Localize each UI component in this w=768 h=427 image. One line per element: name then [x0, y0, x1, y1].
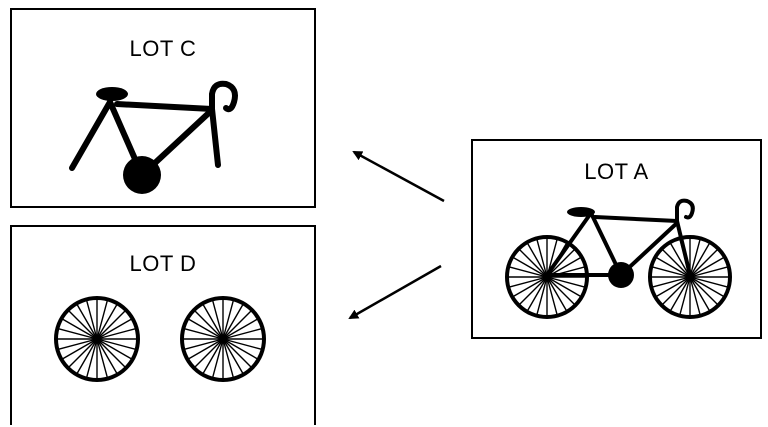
bicycle-frame-icon [69, 80, 238, 194]
arrow-to-lot-d [348, 264, 442, 320]
wheel-icon [648, 235, 732, 319]
lot-c-box: LOT C [10, 8, 316, 208]
lot-a-box: LOT A [471, 139, 762, 339]
lot-c-title: LOT C [129, 36, 197, 61]
arrow-to-lot-c [352, 150, 445, 203]
wheel-icon [180, 296, 266, 382]
bicycle-icon [505, 198, 732, 319]
lot-a-title: LOT A [584, 159, 649, 184]
lot-d-title: LOT D [129, 251, 197, 276]
wheel-icon [54, 296, 140, 382]
bicycle-wheels-icon [54, 296, 266, 382]
lot-d-box: LOT D [10, 225, 316, 425]
